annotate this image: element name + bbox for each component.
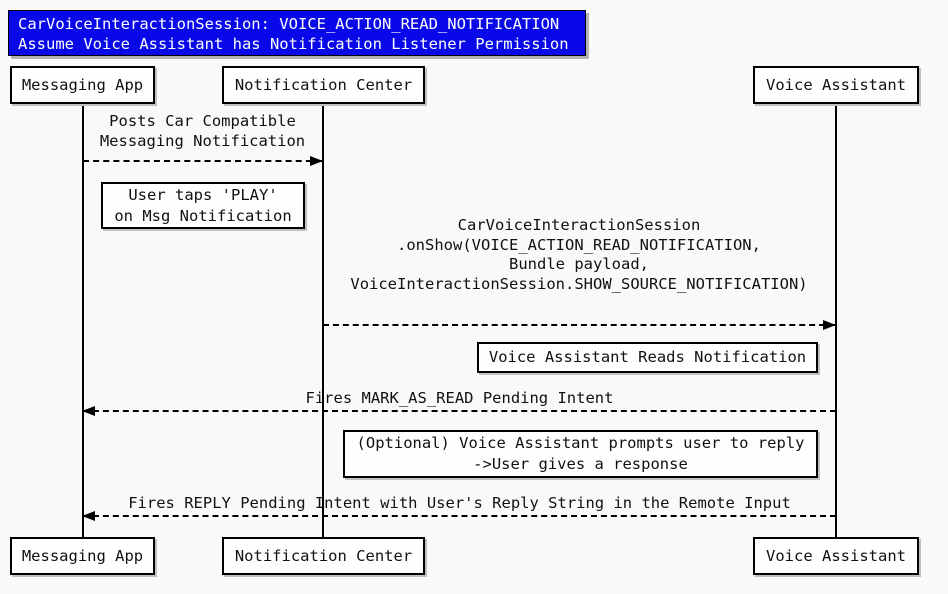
- diagram-title-line-1: CarVoiceInteractionSession: VOICE_ACTION…: [18, 15, 560, 33]
- message-label-line: Bundle payload,: [509, 255, 649, 273]
- actor-bottom-notification-center: Notification Center: [222, 537, 425, 575]
- note-line: (Optional) Voice Assistant prompts user …: [356, 434, 805, 452]
- message-label-reply: Fires REPLY Pending Intent with User's R…: [83, 494, 836, 514]
- lifeline-notification-center: [322, 104, 324, 537]
- message-arrow-reply: [82, 511, 836, 523]
- actor-top-voice-assistant: Voice Assistant: [753, 66, 919, 104]
- lifeline-messaging-app: [82, 104, 84, 537]
- note-line: User taps 'PLAY': [128, 185, 278, 204]
- actor-bottom-messaging-app: Messaging App: [10, 537, 155, 575]
- arrowhead-left-icon: [82, 511, 95, 521]
- message-label-line: CarVoiceInteractionSession: [457, 216, 701, 234]
- actor-label: Messaging App: [21, 547, 144, 565]
- note-reads-notification: Voice Assistant Reads Notification: [477, 342, 818, 373]
- actor-label: Notification Center: [234, 547, 413, 565]
- message-arrow-posts-notification: [83, 156, 323, 168]
- actor-top-messaging-app: Messaging App: [10, 66, 155, 104]
- note-line: on Msg Notification: [114, 206, 292, 225]
- message-label-line: Fires MARK_AS_READ Pending Intent: [305, 389, 614, 407]
- dashed-line: [83, 515, 836, 517]
- actor-label: Voice Assistant: [766, 547, 906, 565]
- message-label-onshow: CarVoiceInteractionSession .onShow(VOICE…: [323, 216, 835, 294]
- message-arrow-mark-as-read: [82, 406, 836, 418]
- actor-label: Voice Assistant: [766, 76, 906, 94]
- actor-top-notification-center: Notification Center: [222, 66, 425, 104]
- message-label-line: Posts Car Compatible: [109, 112, 296, 130]
- dashed-line: [323, 324, 835, 326]
- dashed-line: [83, 410, 836, 412]
- diagram-title: CarVoiceInteractionSession: VOICE_ACTION…: [8, 10, 586, 56]
- actor-label: Notification Center: [234, 76, 413, 94]
- dashed-line: [83, 160, 322, 162]
- arrowhead-right-icon: [310, 156, 323, 166]
- note-optional-reply-prompt: (Optional) Voice Assistant prompts user …: [343, 430, 818, 478]
- arrowhead-right-icon: [823, 320, 836, 330]
- message-label-line: Fires REPLY Pending Intent with User's R…: [128, 494, 791, 512]
- message-label-mark-as-read: Fires MARK_AS_READ Pending Intent: [83, 389, 836, 409]
- message-label-line: Messaging Notification: [99, 131, 306, 150]
- actor-label: Messaging App: [21, 76, 144, 94]
- message-label-posts-notification: Posts Car Compatible Messaging Notificat…: [83, 112, 322, 151]
- message-arrow-onshow: [323, 320, 836, 332]
- note-line: ->User gives a response: [473, 455, 688, 473]
- lifeline-voice-assistant: [835, 104, 837, 537]
- diagram-title-line-2: Assume Voice Assistant has Notification …: [18, 35, 569, 53]
- arrowhead-left-icon: [82, 406, 95, 416]
- message-label-line: .onShow(VOICE_ACTION_READ_NOTIFICATION,: [397, 235, 761, 254]
- message-label-line: VoiceInteractionSession.SHOW_SOURCE_NOTI…: [350, 274, 808, 293]
- note-user-taps-play: User taps 'PLAY' on Msg Notification: [101, 182, 305, 229]
- actor-bottom-voice-assistant: Voice Assistant: [753, 537, 919, 575]
- note-line: Voice Assistant Reads Notification: [488, 348, 807, 366]
